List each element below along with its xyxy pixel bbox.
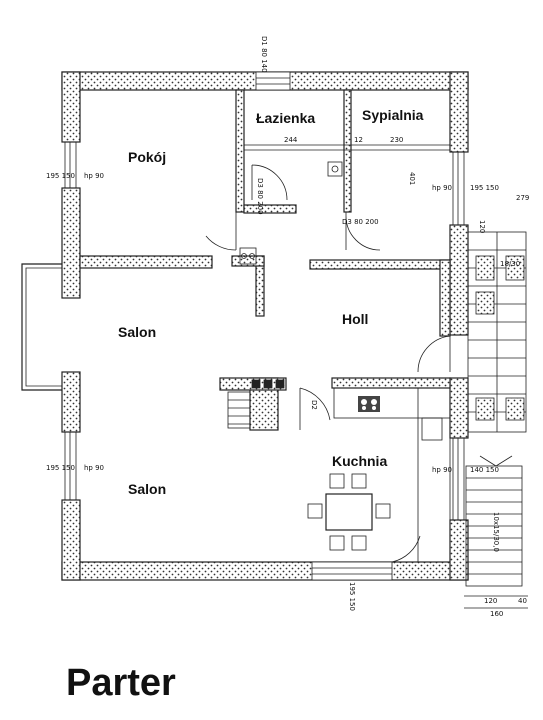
dim-door-d3-a: D3 80 200 bbox=[256, 178, 264, 215]
dining-table bbox=[307, 473, 391, 551]
room-label-kuchnia: Kuchnia bbox=[332, 453, 387, 469]
dim-bottom-160: 160 bbox=[490, 610, 503, 618]
dim-bath-width: 244 bbox=[284, 136, 298, 144]
doors bbox=[205, 164, 451, 563]
small-stair bbox=[227, 379, 285, 429]
room-label-lazienka: Łazienka bbox=[256, 110, 315, 126]
dim-stair-279: 279 bbox=[516, 194, 529, 202]
dim-right-window-a: 195 150 bbox=[470, 184, 499, 192]
dim-bottom-120: 120 bbox=[484, 597, 497, 605]
dim-kitchen-window-a: 140 150 bbox=[470, 466, 499, 474]
kitchen-counters bbox=[333, 387, 451, 563]
dim-stair-120: 120 bbox=[478, 220, 486, 233]
room-label-holl: Holl bbox=[342, 311, 368, 327]
room-label-salon-lower: Salon bbox=[128, 481, 166, 497]
dim-door-d3-b: D3 80 200 bbox=[342, 218, 379, 226]
dimension-labels: D1 80 140 244 12 230 401 195 150 hp 90 D… bbox=[46, 36, 529, 618]
dim-left-low-window-a: 195 150 bbox=[46, 464, 75, 472]
dim-kitchen-window-b: hp 90 bbox=[432, 466, 452, 474]
external-staircase bbox=[464, 231, 528, 609]
dim-bottom-40: 40 bbox=[518, 597, 527, 605]
dim-left-window-a: 195 150 bbox=[46, 172, 75, 180]
dim-bedroom-12: 12 bbox=[354, 136, 363, 144]
room-label-sypialnia: Sypialnia bbox=[362, 107, 424, 123]
dim-right-window-b: hp 90 bbox=[432, 184, 452, 192]
windows bbox=[64, 71, 465, 581]
bathroom-fixtures bbox=[239, 144, 450, 265]
dim-bottom-window: 195 150 bbox=[348, 582, 356, 611]
dim-stair-18: 18/30 bbox=[500, 260, 520, 268]
dim-left-window-b: hp 90 bbox=[84, 172, 104, 180]
bay-window bbox=[21, 263, 62, 391]
dim-d2: D2 bbox=[310, 400, 318, 410]
room-label-pokoj: Pokój bbox=[128, 149, 166, 165]
dim-left-low-window-b: hp 90 bbox=[84, 464, 104, 472]
plan-title: Parter bbox=[66, 662, 176, 704]
room-label-salon-upper: Salon bbox=[118, 324, 156, 340]
dim-bedroom-depth: 401 bbox=[408, 172, 416, 185]
dim-bedroom-width: 230 bbox=[390, 136, 403, 144]
dim-stair-run: 10x15/30,0 bbox=[492, 512, 500, 552]
dim-top-window: D1 80 140 bbox=[260, 36, 268, 73]
